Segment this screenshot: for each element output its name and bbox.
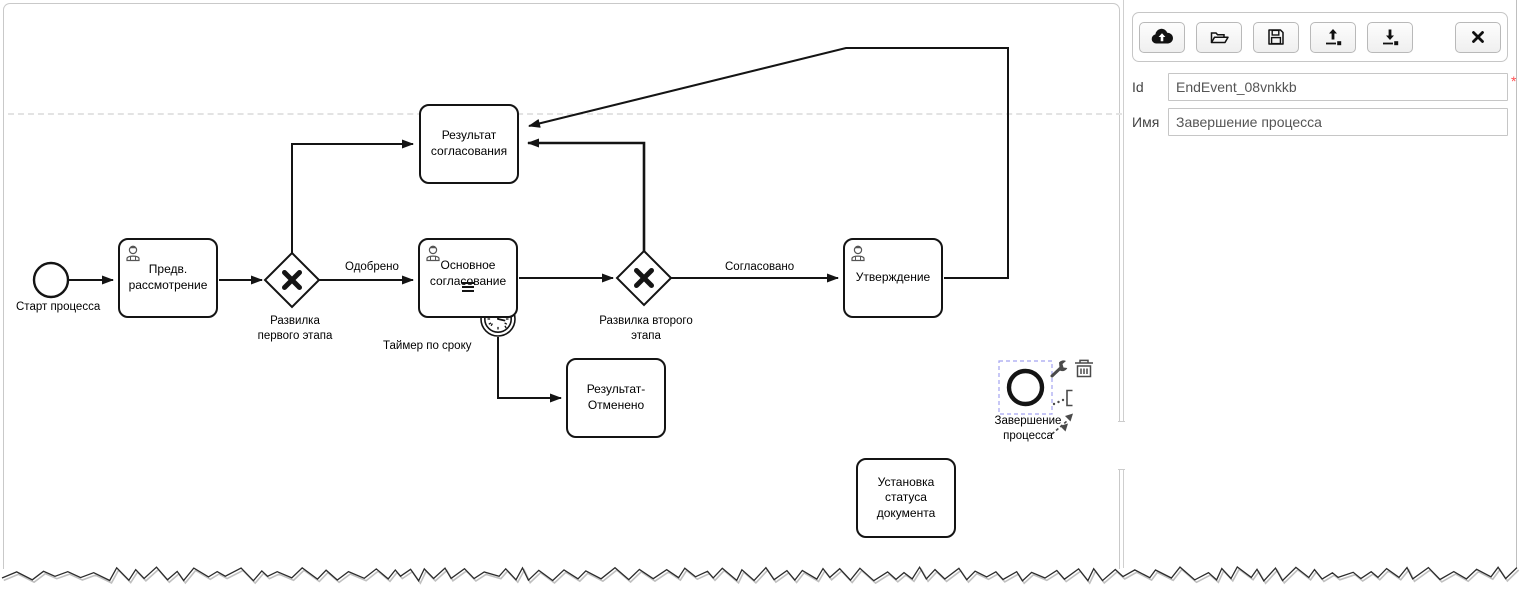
- open-file-button[interactable]: [1196, 21, 1242, 53]
- save-icon: [1268, 29, 1284, 45]
- timer-label: Таймер по сроку: [383, 340, 472, 352]
- id-input[interactable]: [1168, 73, 1508, 101]
- flow-label-agreed: Согласовано: [725, 261, 795, 273]
- cloud-upload-icon: [1151, 28, 1173, 44]
- flow-label-approved: Одобрено: [345, 261, 399, 273]
- task-label: Утверждение: [855, 270, 931, 285]
- canvas-guide-line: [8, 113, 1122, 115]
- download-icon: [1383, 29, 1399, 46]
- user-icon: [426, 245, 440, 262]
- wrench-icon[interactable]: [1050, 360, 1068, 378]
- task-label: Основное согласование: [429, 258, 507, 288]
- flow-gw2-to-result[interactable]: [527, 138, 646, 251]
- id-field-row: Id *: [1132, 73, 1516, 101]
- cloud-upload-button[interactable]: [1139, 21, 1185, 53]
- id-field-label: Id: [1132, 79, 1144, 95]
- panel-toolbar: [1132, 12, 1508, 62]
- selection-outline: [998, 360, 1053, 415]
- task-label: Результат- Отменено: [586, 382, 646, 412]
- name-field-row: Имя: [1132, 108, 1510, 136]
- task-confirmation[interactable]: Утверждение: [843, 238, 943, 318]
- task-set-document-status[interactable]: Установка статуса документа: [856, 458, 956, 538]
- gateway-first-stage[interactable]: [263, 251, 321, 309]
- start-event-label: Старт процесса: [16, 301, 101, 313]
- gateway-second-stage[interactable]: [615, 249, 673, 307]
- diagram-canvas[interactable]: Предв. рассмотрение Основное согласовани…: [3, 3, 1122, 569]
- start-event[interactable]: [32, 261, 70, 299]
- import-download-button[interactable]: [1367, 21, 1413, 53]
- export-upload-button[interactable]: [1310, 21, 1356, 53]
- folder-open-icon: [1210, 32, 1229, 44]
- task-label: Результат согласования: [430, 128, 508, 158]
- task-label: Установка статуса документа: [876, 474, 936, 520]
- task-preliminary-review[interactable]: Предв. рассмотрение: [118, 238, 218, 318]
- panel-divider: [1123, 0, 1124, 568]
- close-icon: [1472, 31, 1484, 43]
- diagram-connectors: [32, 47, 1093, 435]
- gateway-second-label: Развилка второго этапа: [599, 315, 693, 342]
- context-pad: [1050, 359, 1093, 435]
- user-icon: [851, 245, 865, 262]
- panel-right-border: [1516, 0, 1517, 568]
- upload-icon: [1326, 29, 1342, 46]
- connect-arrow-icon[interactable]: [1051, 413, 1073, 435]
- end-event[interactable]: [1006, 368, 1045, 407]
- name-field-label: Имя: [1132, 114, 1160, 130]
- end-event-label: Завершение процесса: [994, 415, 1062, 442]
- trash-icon[interactable]: [1075, 359, 1093, 378]
- text-annotation-icon[interactable]: [1052, 389, 1073, 407]
- task-main-approval[interactable]: Основное согласование: [418, 238, 518, 318]
- user-icon: [126, 245, 140, 262]
- close-button[interactable]: [1455, 21, 1501, 53]
- flow-timer-to-cancel[interactable]: [497, 337, 562, 403]
- sequential-marker: [462, 265, 474, 310]
- flow-approve-loop-to-result[interactable]: [528, 47, 1009, 279]
- properties-panel: Id * Имя: [1125, 0, 1517, 568]
- task-label: Предв. рассмотрение: [128, 262, 208, 292]
- gateway-first-label: Развилка первого этапа: [257, 315, 333, 342]
- flow-gw1-to-result[interactable]: [291, 139, 414, 253]
- task-result-cancelled[interactable]: Результат- Отменено: [566, 358, 666, 438]
- name-input[interactable]: [1168, 108, 1508, 136]
- required-marker: *: [1511, 73, 1517, 89]
- task-approval-result[interactable]: Результат согласования: [419, 104, 519, 184]
- save-button[interactable]: [1253, 21, 1299, 53]
